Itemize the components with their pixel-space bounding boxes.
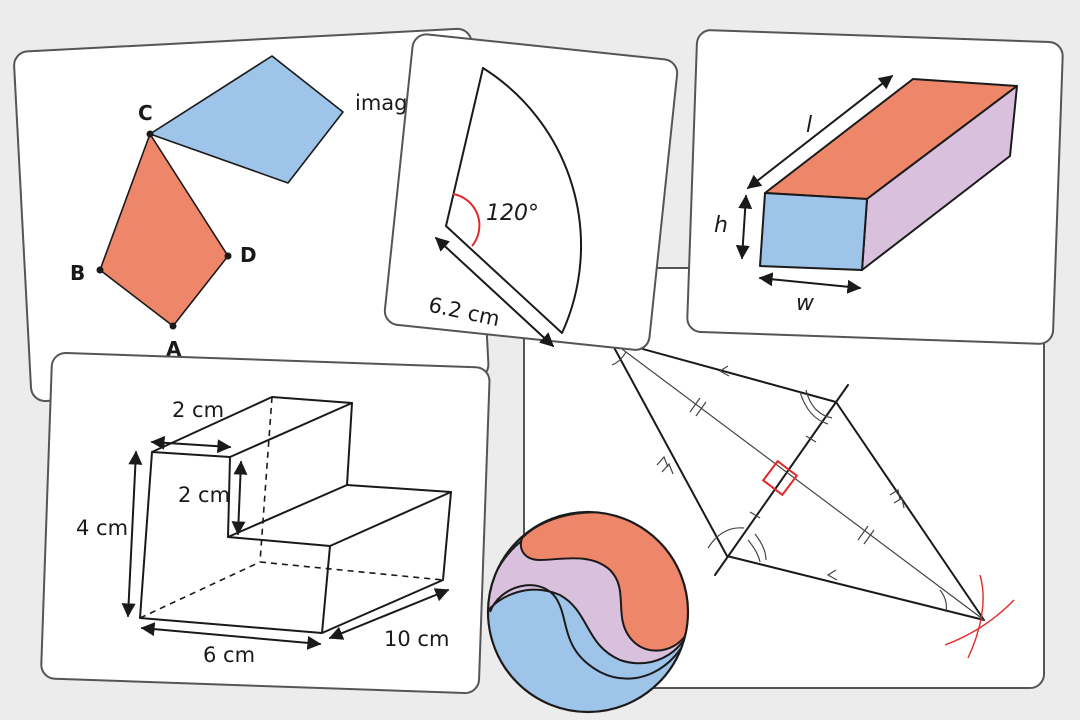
point-a [169, 322, 177, 330]
width-label: w [796, 291, 815, 316]
rotation-figure: C D A B image [70, 55, 420, 361]
length-label: l [806, 113, 812, 138]
angle-arcs [611, 351, 947, 613]
cuboid-front-face [759, 192, 868, 271]
height-label: h [714, 213, 728, 238]
depth-arrow [328, 588, 450, 640]
height-label: 4 cm [76, 516, 128, 540]
depth-label: 10 cm [384, 627, 449, 651]
hidden-edge-depth [139, 561, 261, 619]
label-b: B [70, 261, 85, 285]
width-arrow [758, 272, 862, 294]
arc-construction-icon [944, 574, 1015, 659]
top-width-label: 2 cm [172, 398, 224, 422]
equal-marks [689, 397, 875, 545]
prism-upper-top [151, 396, 353, 458]
width-arrow [140, 622, 322, 650]
point-b [96, 266, 104, 274]
top-width-arrow [150, 435, 232, 454]
width-label: 6 cm [203, 643, 255, 667]
angle-label: 120° [486, 201, 539, 226]
hidden-edge-vertical [259, 396, 273, 563]
height-arrow [121, 450, 143, 618]
point-c [146, 130, 154, 138]
length-arrow [746, 75, 894, 189]
point-d [224, 252, 232, 260]
sector-shape [445, 67, 582, 334]
yin-yang-outline [486, 510, 690, 714]
step-height-arrow [231, 460, 248, 536]
radius-arrow [434, 237, 555, 347]
label-d: D [240, 243, 257, 267]
kite-diagonal [609, 339, 985, 621]
parallel-marks [656, 365, 905, 581]
hidden-edge-back [259, 561, 444, 581]
step-height-label: 2 cm [178, 483, 230, 507]
yin-yang-circle [486, 510, 690, 714]
image-quadrilateral [149, 55, 344, 184]
label-c: C [138, 101, 153, 125]
height-arrow [735, 194, 753, 260]
label-a: A [166, 337, 182, 361]
cuboid-figure: l h w [714, 75, 1018, 316]
sector-figure: 120° 6.2 cm [426, 67, 582, 347]
step-prism-figure: 2 cm 2 cm 4 cm 6 cm 10 cm [76, 396, 452, 667]
inner-swirl [489, 584, 687, 680]
right-angle-marker [761, 459, 799, 497]
